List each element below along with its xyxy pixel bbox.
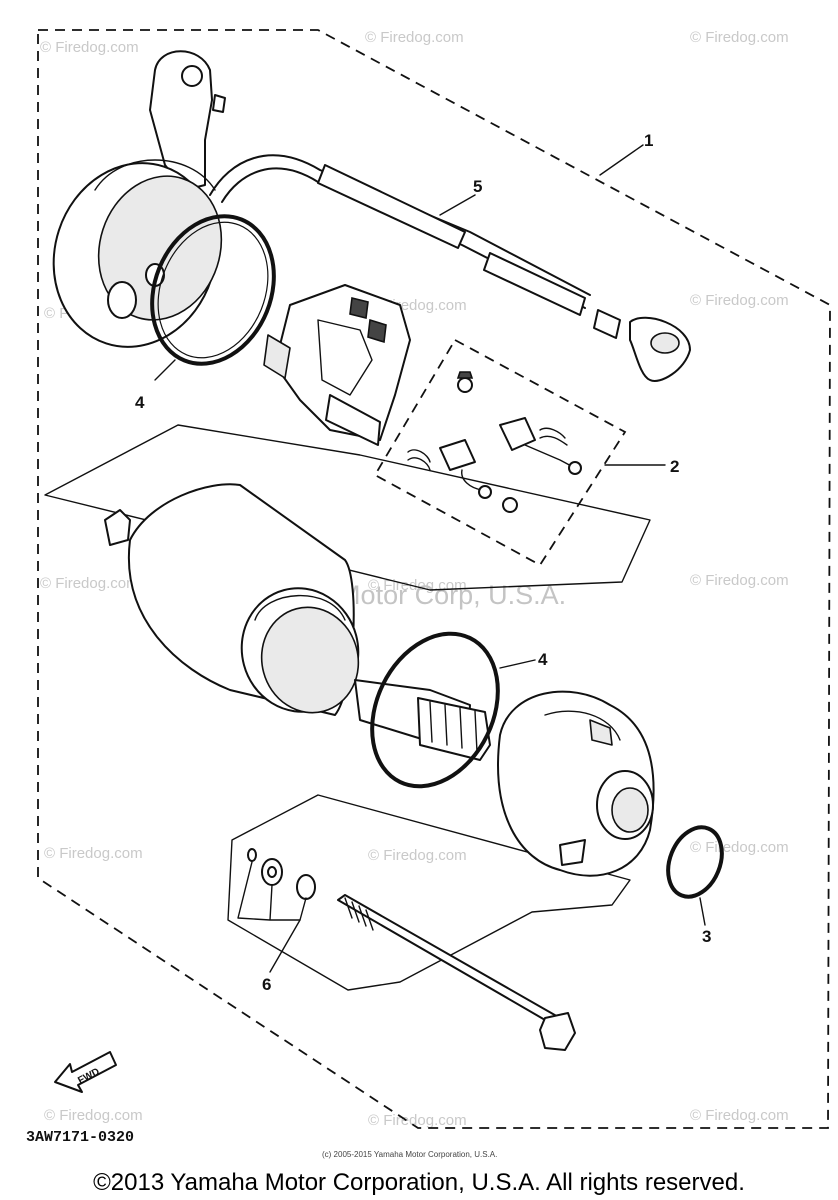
part-label: 1 [644,131,653,150]
part-label: 4 [538,650,548,669]
yoke-assembly [104,483,491,761]
part-label: 3 [702,927,711,946]
o-ring-upper [150,214,276,366]
part-label: 5 [473,177,482,196]
watermark-tile: © Firedog.com [690,29,789,46]
watermark-tile: © Firedog.com [368,1112,467,1129]
watermark-tile: © Firedog.com [690,1107,789,1124]
copyright-notice: ©2013 Yamaha Motor Corporation, U.S.A. A… [93,1169,745,1196]
lower-hardware-plane [227,794,631,991]
watermark-tile: © Firedog.com [690,572,789,589]
brush-kit-outline [373,338,627,567]
diagram-code: 3AW7171-0320 [26,1129,134,1146]
brush-holder [263,284,411,446]
rear-cover [497,690,655,877]
part-label: 2 [670,457,679,476]
watermark-tile: © Firedog.com [690,839,789,856]
watermark-tile: © Firedog.com [44,1107,143,1124]
bolt-and-washers [247,848,576,1051]
watermark-tile: © Firedog.com [40,39,139,56]
upper-gasket-plane [44,424,651,591]
watermark-tile: © Firedog.com [368,847,467,864]
watermark-tile: © Firedog.com [365,29,464,46]
leader-lines [154,144,706,973]
o-ring-small [666,825,724,899]
brush-kit-parts [407,371,582,513]
watermark-tile: © Firedog.com [44,845,143,862]
fwd-arrow: FWD [54,1051,117,1093]
watermark-tile: © Firedog.com [690,292,789,309]
assembly-outline [37,29,831,1129]
o-ring-middle [370,631,500,789]
part-label: 6 [262,975,271,994]
watermark-tile: © Firedog.com [40,575,139,592]
part-label: 4 [135,393,145,412]
lead-wire [209,154,691,382]
small-copyright: (c) 2005-2015 Yamaha Motor Corporation, … [322,1150,497,1159]
front-cover [52,50,226,348]
